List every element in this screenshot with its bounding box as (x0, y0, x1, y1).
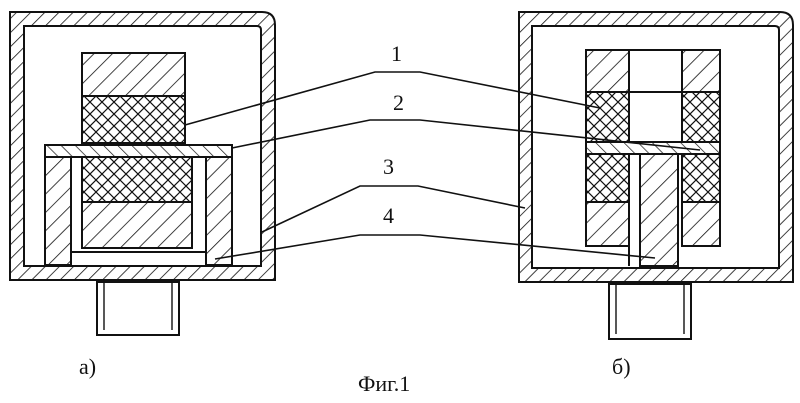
label-variant-a: а) (79, 356, 96, 378)
right-coil-lower-b (682, 154, 720, 202)
label-part-4: 4 (383, 205, 394, 227)
figure-caption: Фиг.1 (358, 373, 410, 395)
right-column-bottom-b (682, 202, 720, 246)
left-coil-upper-b (586, 92, 629, 142)
plate-b (586, 142, 720, 154)
right-column-top-b (682, 50, 720, 92)
left-column-bottom-b (586, 202, 629, 246)
lower-yoke-a (82, 202, 192, 248)
label-part-3: 3 (383, 156, 394, 178)
lower-coil-a (82, 157, 192, 202)
upper-yoke-a (82, 53, 185, 96)
left-coil-lower-b (586, 154, 629, 202)
label-variant-b: б) (612, 356, 631, 378)
cup-left-wall-a (45, 157, 71, 265)
central-post-b (640, 154, 678, 266)
assembly-a (10, 12, 275, 335)
cup-right-wall-a (206, 157, 232, 265)
plate-a (45, 145, 232, 157)
assembly-b (519, 12, 793, 339)
stem-a (97, 282, 179, 335)
label-part-1: 1 (391, 43, 402, 65)
stem-b (609, 284, 691, 339)
left-column-top-b (586, 50, 629, 92)
label-part-2: 2 (393, 92, 404, 114)
right-coil-upper-b (682, 92, 720, 142)
upper-coil-a (82, 96, 185, 143)
